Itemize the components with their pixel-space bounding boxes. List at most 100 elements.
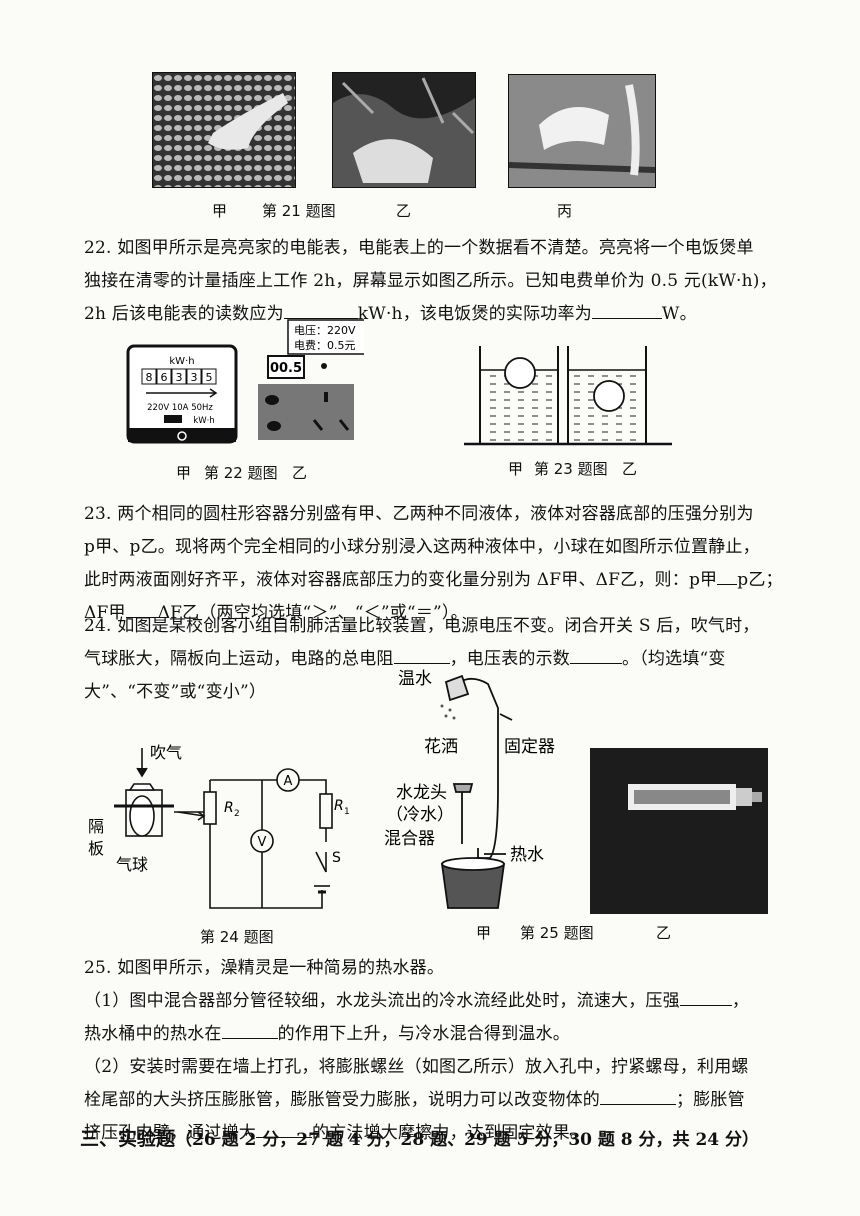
- q23-text: ΔF甲: [84, 603, 126, 623]
- cold-water-label: （冷水）: [386, 805, 454, 825]
- q23-blank-force[interactable]: [125, 599, 158, 618]
- fig21-title: 第 21 题图: [262, 202, 336, 220]
- q24-line-2: 气球胀大，隔板向上运动，电路的总电阻 ，电压表的示数 。（均选填“变: [84, 643, 784, 676]
- meter-digit: 6: [161, 371, 168, 384]
- fig24-circuit: A V 吹气 隔 板 气球 R 2 R 1 S: [88, 743, 350, 909]
- blow-label: 吹气: [150, 743, 182, 762]
- voltmeter-label: V: [258, 835, 267, 850]
- q23-blank-pressure[interactable]: [717, 566, 738, 585]
- q25-text: 热水桶中的热水在: [84, 1024, 222, 1044]
- meter-digit: 8: [146, 371, 153, 384]
- meter-digits: 8 6 3 3 5: [141, 368, 217, 385]
- meter-digit: 5: [206, 371, 213, 384]
- q25-blank-shape[interactable]: [600, 1086, 676, 1105]
- ball-a: [504, 357, 536, 389]
- question-24: 24. 如图是某校创客小组自制肺活量比较装置，电源电压不变。闭合开关 S 后，吹…: [84, 610, 784, 709]
- q22-blank-power[interactable]: [591, 300, 662, 319]
- balloon-label: 气球: [116, 855, 148, 874]
- q24-blank-voltage[interactable]: [570, 645, 623, 664]
- q25-blank-method[interactable]: [256, 1119, 312, 1138]
- fig22-label-b: 乙: [292, 464, 308, 482]
- question-22: 22. 如图甲所示是亮亮家的电能表，电能表上的一个数据看不清楚。亮亮将一个电饭煲…: [84, 232, 784, 331]
- fig21-label-b: 乙: [396, 202, 412, 220]
- q25-text: ，: [731, 991, 750, 1011]
- q23-line-3: 此时两液面刚好齐平，液体对容器底部压力的变化量分别为 ΔF甲、ΔF乙，则：p甲 p…: [84, 564, 784, 597]
- voltmeter-icon: [250, 829, 274, 853]
- q22-text: W。: [661, 304, 697, 324]
- section-3-heading: 三、实验题（26 题 2 分，27 题 4 分，28 题、29 题 5 分，30…: [80, 1124, 759, 1151]
- q25-text: （1）图中混合器部分管径较细，水龙头流出的冷水流经此处时，流速大，压强: [84, 991, 680, 1011]
- ball-b: [593, 380, 625, 412]
- q24-text: 。（均选填“变: [622, 649, 726, 669]
- section-3-title: 三、实验题: [80, 1128, 176, 1150]
- meter-unit: kW·h: [169, 356, 194, 367]
- fig23-title: 第 23 题图: [534, 460, 608, 478]
- q24-text: ，电压表的示数: [449, 649, 571, 669]
- r1-subscript: 1: [344, 807, 350, 817]
- q25-text: 栓尾部的大头挤压膨胀管，膨胀管受力膨胀，说明力可以改变物体的: [84, 1090, 600, 1110]
- q25-text: 的作用下上升，与冷水混合得到温水。: [277, 1024, 571, 1044]
- mixer-label: 混合器: [384, 829, 435, 849]
- fig23-drawing: [464, 346, 672, 446]
- faucet-label: 水龙头: [396, 783, 447, 803]
- fig21-photo-b: [332, 72, 476, 188]
- q22-line-1: 22. 如图甲所示是亮亮家的电能表，电能表上的一个数据看不清楚。亮亮将一个电饭煲…: [84, 238, 754, 258]
- question-23: 23. 两个相同的圆柱形容器分别盛有甲、乙两种不同液体，液体对容器底部的压强分别…: [84, 498, 784, 630]
- q23-text: ΔF乙（两空均选填“＞”、“＜”或“＝”）。: [157, 603, 468, 623]
- shower-label: 花洒: [424, 737, 458, 757]
- q25-part1-line1: （1）图中混合器部分管径较细，水龙头流出的冷水流经此处时，流速大，压强 ，: [84, 985, 784, 1018]
- fig21-photo-c: [508, 74, 656, 188]
- fig25-water-heater: 温水 花洒 固定器 水龙头 （冷水） 混合器 热水: [384, 669, 555, 909]
- fig22-title: 第 22 题图: [204, 464, 278, 482]
- partition-label-1: 隔: [88, 817, 104, 836]
- q24-text: 气球胀大，隔板向上运动，电路的总电阻: [84, 649, 394, 669]
- fig21-photo-a: [152, 72, 296, 188]
- q22-text: kW·h，该电饭煲的实际功率为: [357, 304, 592, 324]
- fig25-title: 第 25 题图: [520, 924, 594, 942]
- q25-blank-pressure[interactable]: [679, 987, 732, 1006]
- q22-text: 2h 后该电能表的读数应为: [84, 304, 284, 324]
- q25-part2-line3: 挤压孔内壁，通过增大的方法增大摩擦力，达到固定效果。: [84, 1117, 784, 1150]
- q22-blank-reading[interactable]: [283, 300, 358, 319]
- fig21-label-c: 丙: [557, 202, 573, 220]
- q25-blank-force-source[interactable]: [221, 1020, 278, 1039]
- expansion-bolt-icon: [628, 784, 762, 810]
- hot-water-label: 热水: [510, 845, 544, 865]
- fig21-photo-c-drawing: [509, 75, 655, 187]
- fig23-label-a: 甲: [508, 460, 524, 478]
- switch-label: S: [332, 850, 341, 866]
- question-25: 25. 如图甲所示，澡精灵是一种简易的热水器。 （1）图中混合器部分管径较细，水…: [84, 952, 784, 1150]
- fig22-drawing: kW·h 8 6 3 3 5 220V 10A 50Hz kW·h 电压：220…: [126, 319, 364, 444]
- q25-text: ；膨胀管: [676, 1090, 745, 1110]
- fig24-title: 第 24 题图: [200, 928, 274, 946]
- warm-water-label: 温水: [398, 669, 432, 689]
- meter-arrow-icon: [146, 388, 218, 398]
- q23-text: 此时两液面刚好齐平，液体对容器底部压力的变化量分别为 ΔF甲、ΔF乙，则：p甲: [84, 570, 718, 590]
- socket-fee: 电费：0.5元: [294, 339, 356, 352]
- partition-label-2: 板: [88, 839, 104, 858]
- q22-line-3: 2h 后该电能表的读数应为 kW·h，该电饭煲的实际功率为 W。: [84, 298, 784, 331]
- meter-spec: 220V 10A 50Hz: [147, 403, 213, 413]
- container-a: [479, 346, 559, 445]
- fig25-label-b: 乙: [656, 924, 672, 942]
- section-3-scoring: （26 题 2 分，27 题 4 分，28 题、29 题 5 分，30 题 8 …: [175, 1130, 760, 1150]
- q25-text: 的方法增大摩擦力，达到固定效果。: [312, 1123, 588, 1143]
- fig25-expansion-bolt-photo: [590, 748, 768, 914]
- ammeter-label: A: [284, 774, 293, 789]
- q24-line-1: 24. 如图是某校创客小组自制肺活量比较装置，电源电压不变。闭合开关 S 后，吹…: [84, 616, 760, 636]
- q25-part1-line2: 热水桶中的热水在 的作用下上升，与冷水混合得到温水。: [84, 1018, 784, 1051]
- fig22-label-a: 甲: [176, 464, 192, 482]
- fig25-label-a: 甲: [476, 924, 492, 942]
- q24-blank-resistance[interactable]: [393, 645, 450, 664]
- q25-part2-line1: （2）安装时需要在墙上打孔，将膨胀螺丝（如图乙所示）放入孔中，拧紧螺母，利用螺: [84, 1057, 749, 1077]
- q23-line-2: p甲、p乙。现将两个完全相同的小球分别浸入这两种液体中，小球在如图所示位置静止，: [84, 537, 760, 557]
- r2-subscript: 2: [234, 809, 240, 819]
- socket-display: 00.5: [270, 361, 302, 376]
- q23-text: p乙；: [737, 570, 783, 590]
- q24-line-3: 大”、“不变”或“变小”）: [84, 682, 267, 702]
- r2-label: R: [224, 800, 234, 816]
- fig21-photo-a-drawing: [153, 73, 295, 187]
- q25-part2-line2: 栓尾部的大头挤压膨胀管，膨胀管受力膨胀，说明力可以改变物体的 ；膨胀管: [84, 1084, 784, 1117]
- meter-digit: 3: [176, 371, 183, 384]
- q25-intro: 25. 如图甲所示，澡精灵是一种简易的热水器。: [84, 958, 445, 978]
